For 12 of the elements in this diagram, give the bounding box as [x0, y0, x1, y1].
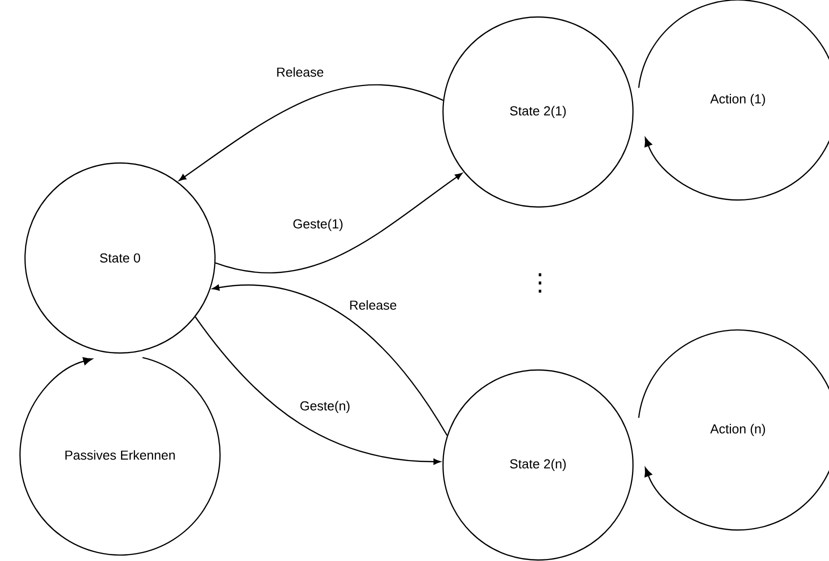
node-label: Action (n) — [710, 424, 765, 436]
edge-label: Geste(n) — [298, 400, 352, 414]
arrow — [194, 316, 441, 465]
arrow — [178, 84, 444, 181]
ellipsis: ⋮ — [538, 273, 542, 293]
edge-label: Release — [348, 299, 398, 311]
arrow — [215, 172, 462, 274]
arrow — [212, 284, 448, 436]
node-label: Action (1) — [710, 94, 765, 106]
edge-label: Geste(1) — [292, 218, 344, 232]
node-label: Passives Erkennen — [65, 450, 175, 460]
edge-label: Release — [275, 66, 325, 78]
